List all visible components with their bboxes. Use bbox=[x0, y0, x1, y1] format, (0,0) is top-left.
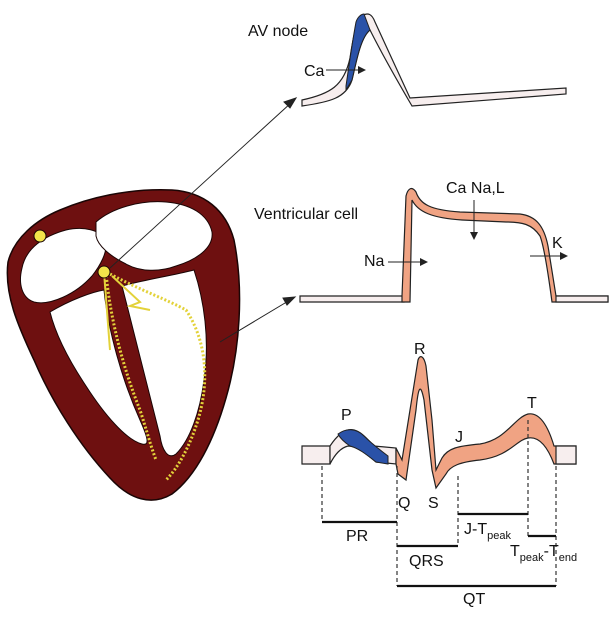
ecg-t-label: T bbox=[527, 395, 537, 412]
ecg-r-label: R bbox=[414, 341, 426, 358]
ventricular-cell-label: Ventricular cell bbox=[254, 206, 358, 223]
conduction-fan bbox=[111, 275, 151, 311]
interval-drop-lines bbox=[321, 420, 557, 586]
qrs-label: QRS bbox=[409, 553, 444, 570]
ecg-trace: P R Q S J T bbox=[301, 341, 577, 512]
ecg-p-wave-blue bbox=[337, 429, 389, 465]
ventricle-cavity-left bbox=[49, 289, 148, 445]
conduction-branch-right bbox=[109, 272, 207, 482]
ecg-j-label: J bbox=[455, 429, 463, 446]
av-node-ca-label: Ca bbox=[304, 63, 325, 80]
tpeak-tend-main2: -T bbox=[544, 543, 559, 560]
conduction-branch-left bbox=[104, 271, 158, 461]
ventricle-cavity-right bbox=[121, 269, 207, 457]
j-tpeak-sub: peak bbox=[487, 530, 511, 542]
j-tpeak-label: J-Tpeak bbox=[464, 521, 511, 542]
atrium-cavity-left bbox=[20, 227, 107, 304]
interval-bars bbox=[322, 512, 556, 588]
na-arrowhead bbox=[420, 258, 428, 266]
ventricular-ap-band bbox=[401, 187, 609, 303]
pointer-arrows bbox=[109, 97, 298, 343]
ca-na-l-arrowhead bbox=[470, 232, 478, 240]
ecg-baseline-left bbox=[301, 445, 331, 465]
ventricular-trace: Ventricular cell Ca Na,L Na K bbox=[254, 180, 609, 303]
tpeak-tend-main1: T bbox=[510, 543, 520, 560]
ecg-p-label: P bbox=[341, 407, 352, 424]
av-node-trace: AV node Ca bbox=[248, 13, 567, 107]
j-tpeak-main: J-T bbox=[464, 521, 487, 538]
pointer-arrowhead-ventricular bbox=[282, 296, 297, 306]
ecg-baseline-right bbox=[555, 445, 577, 465]
pointer-arrow-av-node bbox=[109, 101, 293, 269]
na-label: Na bbox=[364, 253, 385, 270]
qt-label: QT bbox=[463, 591, 485, 608]
ventricular-baseline-right bbox=[555, 295, 609, 303]
av-node-calcium-segment bbox=[345, 13, 371, 92]
pointer-arrowhead-av-node bbox=[283, 97, 298, 109]
ecg-s-label: S bbox=[428, 495, 439, 512]
pointer-arrow-ventricular bbox=[219, 299, 291, 343]
heart bbox=[6, 188, 241, 501]
interval-labels: PR QRS QT J-Tpeak Tpeak-Tend bbox=[346, 521, 577, 608]
ca-na-l-label: Ca Na,L bbox=[446, 180, 505, 197]
av-node-ca-arrowhead bbox=[358, 66, 366, 74]
k-label: K bbox=[552, 235, 563, 252]
ventricular-baseline-left bbox=[299, 295, 405, 303]
sa-node bbox=[33, 229, 47, 243]
tpeak-tend-sub1: peak bbox=[520, 552, 544, 564]
av-node-ap-band bbox=[301, 13, 567, 107]
conduction-bundle bbox=[103, 271, 111, 351]
tpeak-tend-sub2: end bbox=[559, 552, 577, 564]
ecg-q-label: Q bbox=[398, 495, 410, 512]
av-node-marker bbox=[97, 265, 111, 279]
k-arrowhead bbox=[560, 252, 568, 260]
tpeak-tend-label: Tpeak-Tend bbox=[510, 543, 577, 564]
av-node-label: AV node bbox=[248, 23, 308, 40]
ecg-qrst-band bbox=[395, 356, 577, 490]
pr-label: PR bbox=[346, 528, 368, 545]
